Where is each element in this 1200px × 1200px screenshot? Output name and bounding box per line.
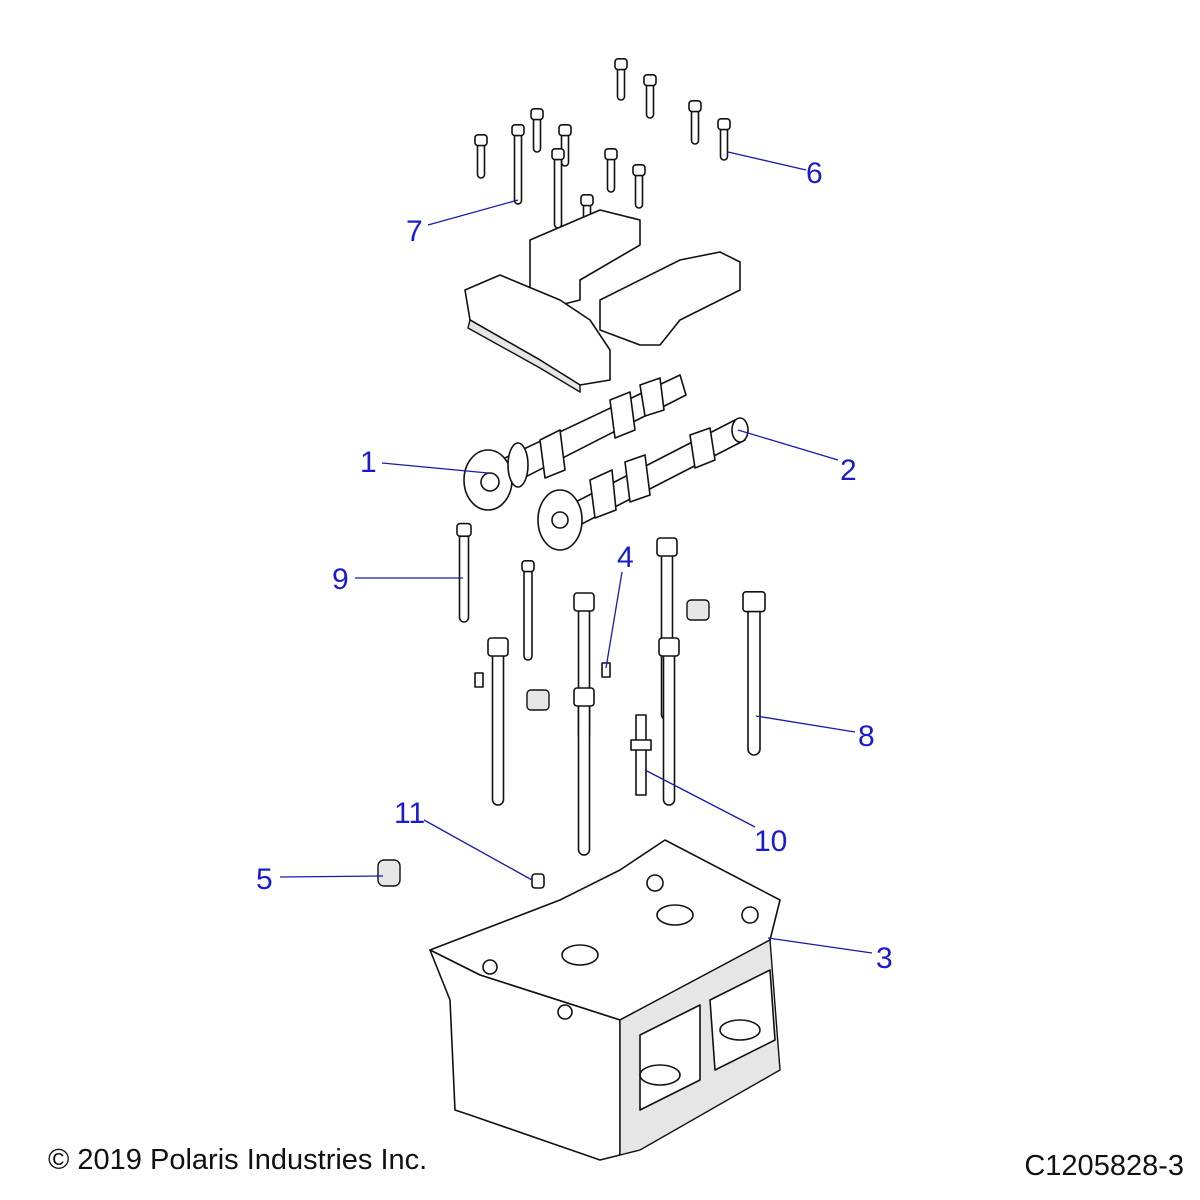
cam-cap-bolt	[614, 57, 628, 101]
callout-10: 10	[754, 825, 787, 858]
cam-cap-bolt	[474, 134, 488, 179]
head-bolt	[742, 590, 766, 756]
callout-8: 8	[858, 720, 875, 753]
camshaft-exhaust	[537, 417, 749, 551]
callout-5: 5	[256, 863, 273, 896]
cam-cap-bolts	[474, 57, 731, 239]
head-bolt	[456, 522, 472, 623]
callout-3: 3	[876, 942, 893, 975]
callout-9: 9	[332, 563, 349, 596]
leader-lines	[279, 151, 873, 954]
cam-cap-bolt	[530, 108, 544, 153]
cam-cap-bolt	[632, 164, 646, 209]
head-bolt	[573, 687, 595, 856]
copyright-text: © 2019 Polaris Industries Inc.	[48, 1144, 428, 1176]
fitting	[630, 714, 652, 796]
head-bolt	[658, 637, 680, 806]
cam-cap-bolt	[604, 148, 618, 193]
cam-cap-bolt	[511, 124, 525, 205]
cam-cap-bolt	[643, 74, 657, 119]
head-bolts	[456, 522, 766, 856]
dowel-pins	[377, 599, 710, 889]
callout-2: 2	[840, 454, 857, 487]
drawing-number: C1205828-3	[1024, 1150, 1184, 1182]
callout-7: 7	[406, 215, 423, 248]
callout-1: 1	[360, 446, 377, 479]
callout-6: 6	[806, 157, 823, 190]
callout-4: 4	[617, 541, 634, 574]
cylinder-head	[429, 839, 781, 1161]
callout-11: 11	[394, 797, 425, 830]
cam-cap-carrier	[464, 209, 741, 394]
cam-cap-bolt	[688, 100, 702, 145]
camshaft-intake	[463, 374, 687, 511]
head-bolt	[487, 637, 509, 806]
cam-cap-bolt	[717, 118, 731, 161]
cam-cap-bolt	[551, 148, 565, 229]
head-bolt	[521, 559, 535, 661]
